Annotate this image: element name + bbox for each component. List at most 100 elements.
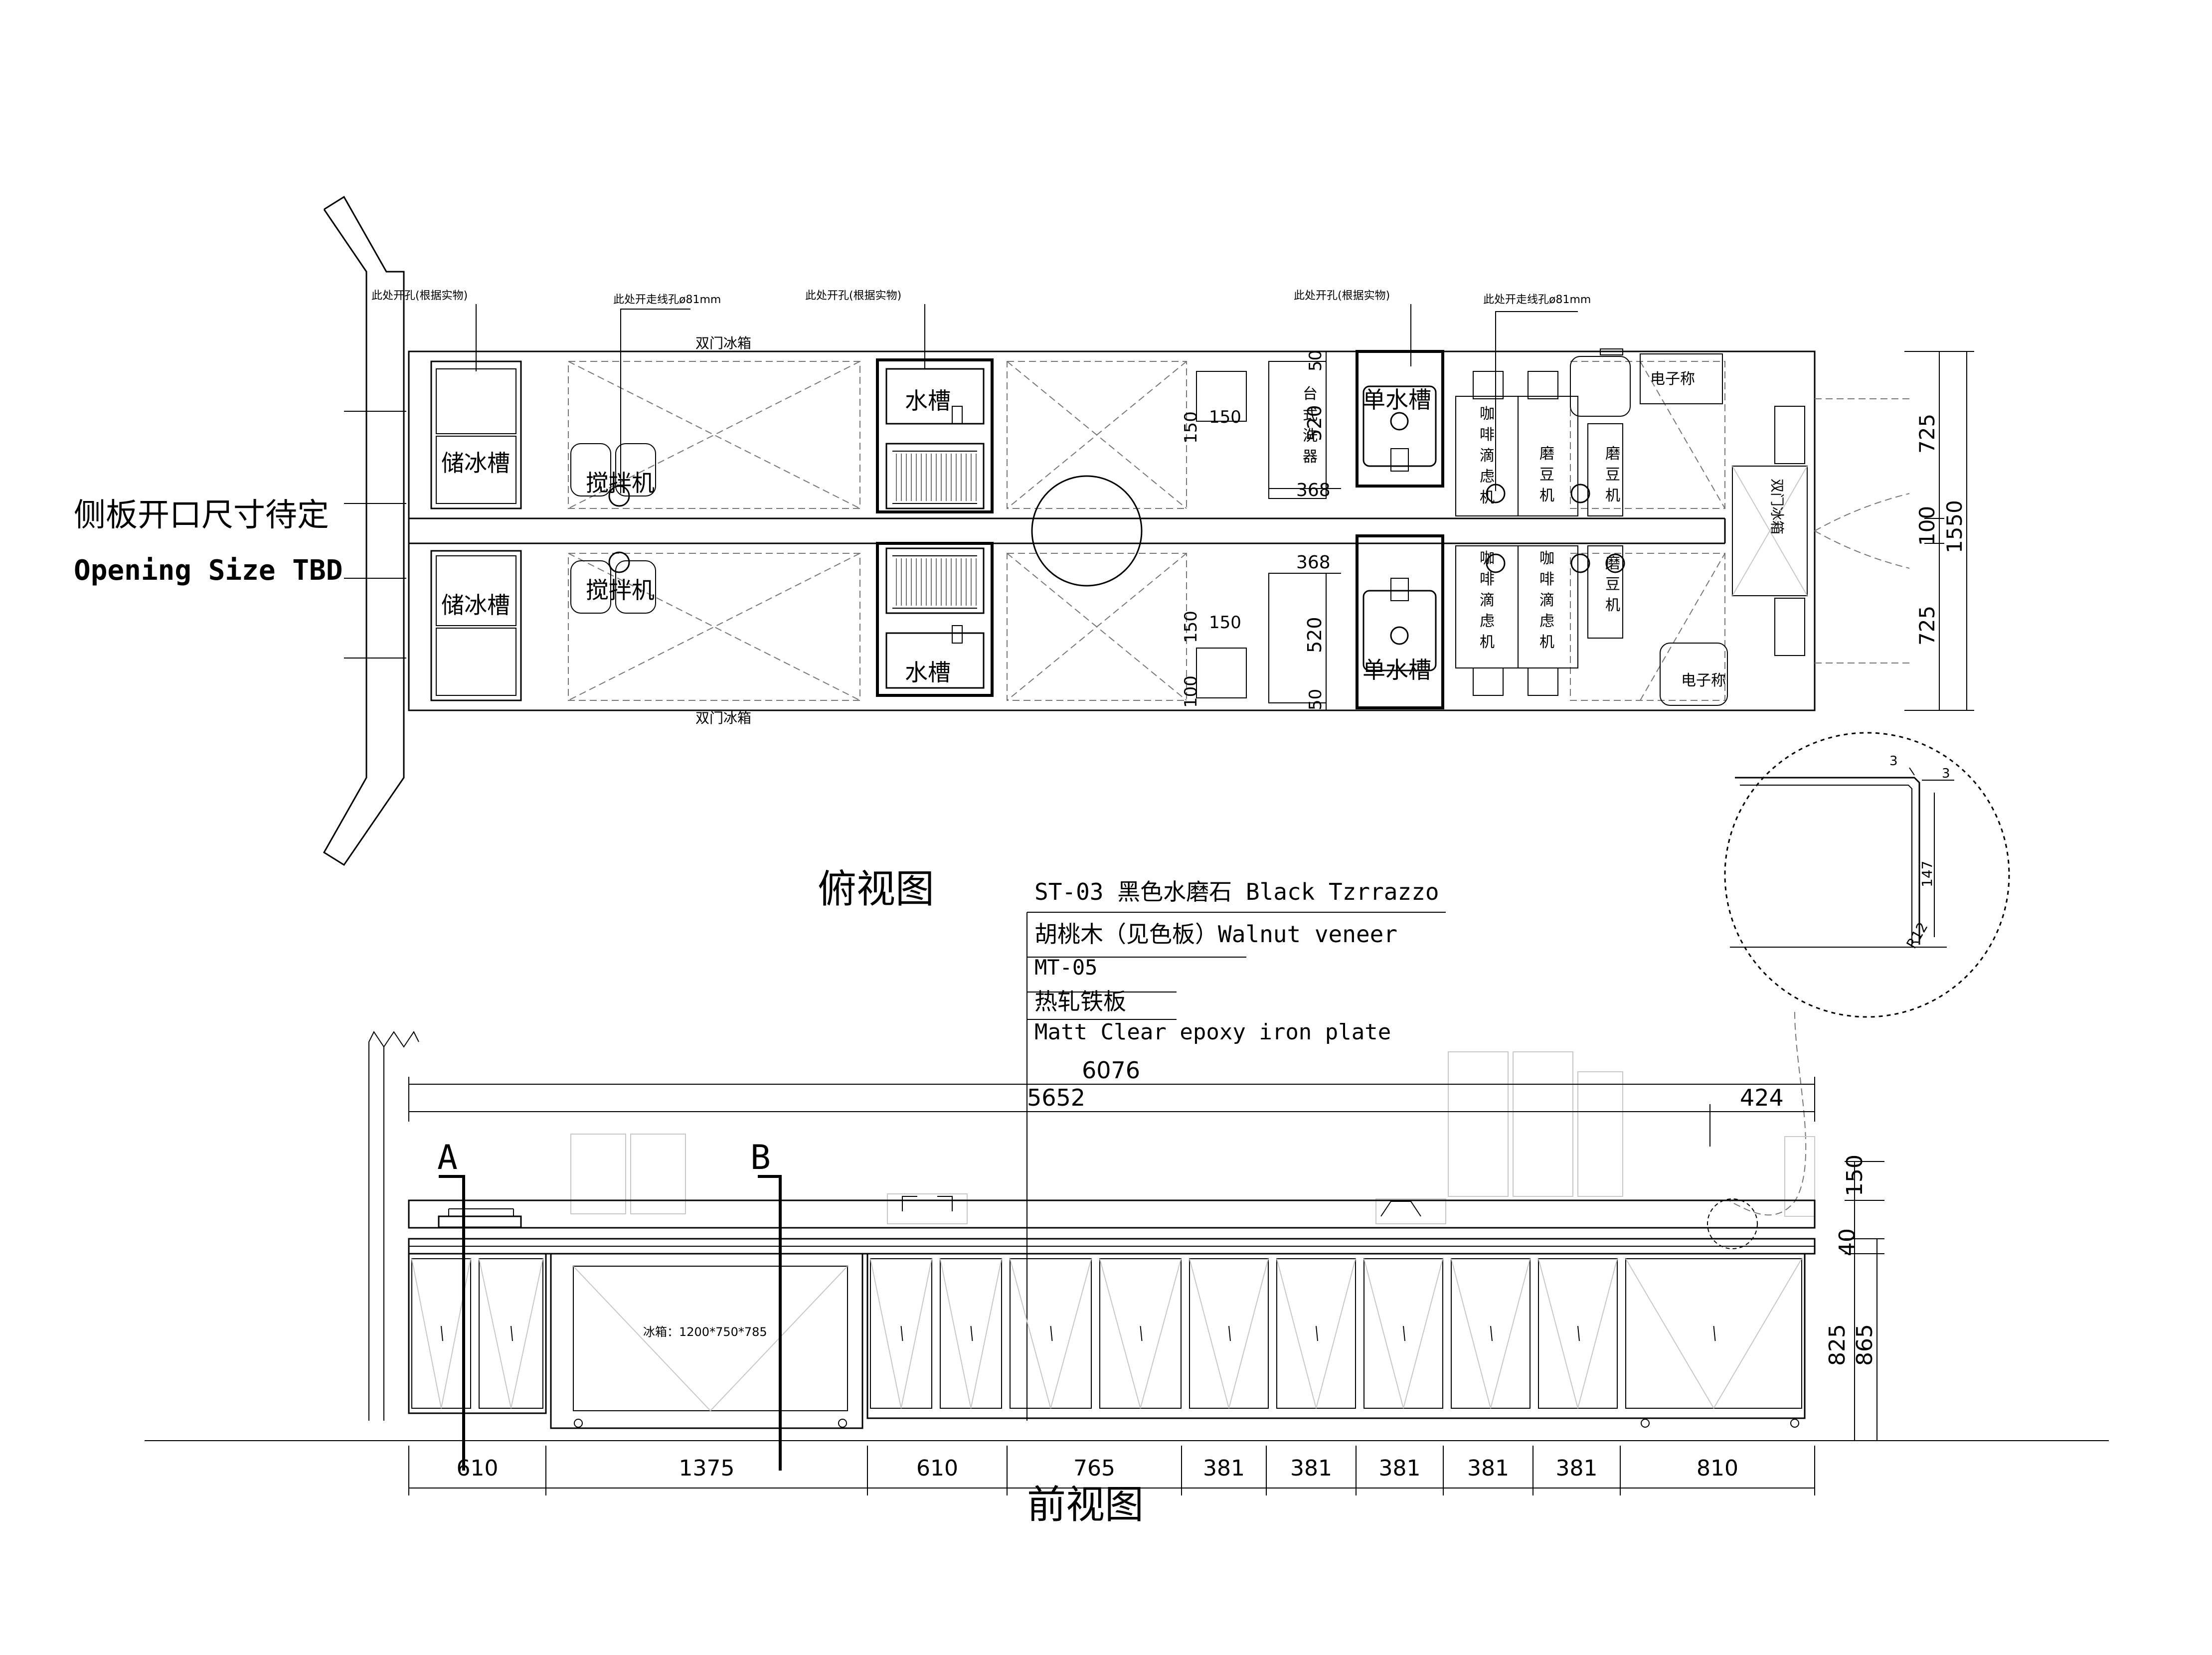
fridge-label-top: 双门冰箱 [695, 335, 751, 351]
blender-label: 搅拌机 [586, 470, 655, 496]
front-view [368, 1031, 1816, 1429]
svg-text:台式洗器: 台式洗器 [1303, 385, 1318, 466]
cabinet-door [870, 1258, 932, 1409]
dim-50-b: 50 [1306, 689, 1326, 710]
sink-label: 水槽 [905, 387, 951, 414]
sink-drain-grill [896, 454, 977, 606]
blender-label-bottom: 搅拌机 [586, 577, 655, 604]
bottom-dim-label: 381 [1556, 1456, 1598, 1481]
dim-h865: 865 [1852, 1324, 1877, 1366]
dim-h825: 825 [1825, 1324, 1850, 1366]
grinder-label-1: 磨豆机 [1539, 445, 1554, 504]
side-note-en: Opening Size TBD [74, 554, 342, 587]
front-title: 前视图 [1027, 1483, 1144, 1527]
side-note-zh: 侧板开口尺寸待定 [74, 497, 329, 534]
section-markers [439, 1175, 782, 1471]
bottom-dim-label: 810 [1697, 1456, 1738, 1481]
drip-filter-label-1: 咖啡滴虑机 [1480, 405, 1495, 506]
ice-bin-label: 储冰槽 [441, 450, 510, 477]
plan-title: 俯视图 [818, 867, 934, 912]
dim-520-a: 520 [1304, 405, 1326, 441]
svg-text:咖啡滴虑机: 咖啡滴虑机 [1480, 405, 1495, 506]
ice-bin-label-bottom: 储冰槽 [441, 592, 510, 619]
bottom-dim-label: 381 [1290, 1456, 1332, 1481]
callout-4: 此处开孔(根据实物) [1294, 290, 1390, 302]
cabinet-door [1010, 1258, 1092, 1409]
svg-text:磨豆机: 磨豆机 [1605, 555, 1620, 614]
svg-text:磨豆机: 磨豆机 [1539, 445, 1554, 504]
dim-150-d: 150 [1209, 613, 1241, 633]
cabinet-doors [411, 1258, 1802, 1409]
cabinet-door [1099, 1258, 1182, 1409]
dim-right-run-424: 424 [1740, 1084, 1784, 1111]
grinder-label-3: 磨豆机 [1605, 555, 1620, 614]
dim-left-run-5652: 5652 [1027, 1084, 1085, 1111]
cabinet-door [411, 1258, 471, 1409]
material-hot-rolled: 热轧铁板 [1034, 988, 1126, 1015]
section-b-label: B [750, 1138, 771, 1177]
dim-50-a: 50 [1306, 350, 1326, 371]
dim-725-bottom: 725 [1915, 606, 1939, 646]
material-mt05: MT-05 [1034, 955, 1097, 980]
dim-368-b: 368 [1296, 552, 1331, 573]
grinder-label-2: 磨豆机 [1605, 445, 1620, 504]
detail-3a: 3 [1889, 754, 1898, 769]
bottom-dim-label: 610 [916, 1456, 958, 1481]
cabinet-door [1363, 1258, 1443, 1409]
dim-100-left: 100 [1181, 675, 1201, 708]
svg-text:磨豆机: 磨豆机 [1605, 445, 1620, 504]
detail-147: 147 [1919, 861, 1935, 887]
cabinet-door [1276, 1258, 1356, 1409]
dim-100-right: 100 [1915, 506, 1939, 546]
bottom-dim-label: 381 [1379, 1456, 1421, 1481]
dim-368-a: 368 [1296, 480, 1331, 500]
svg-text:咖啡滴虑机: 咖啡滴虑机 [1539, 550, 1554, 651]
callout-1: 此处开孔(根据实物) [371, 290, 468, 302]
cup-washer-label: 台式洗器 [1303, 385, 1318, 466]
cabinet-door [940, 1258, 1002, 1409]
sink-label-bottom: 水槽 [905, 659, 951, 686]
single-sink-label-bottom: 单水槽 [1362, 657, 1431, 683]
cabinet-door [1538, 1258, 1618, 1409]
material-walnut: 胡桃木（见色板）Walnut veneer [1034, 921, 1397, 948]
dim-1550: 1550 [1942, 500, 1967, 553]
fridge-note: 冰箱：1200*750*785 [643, 1325, 767, 1339]
cabinet-door [1625, 1258, 1802, 1409]
dim-150-b: 150 [1209, 407, 1241, 427]
dim-150-a: 150 [1181, 411, 1201, 444]
detail-r12: R12 [1903, 919, 1931, 951]
fridge-label-bottom: 双门冰箱 [695, 710, 751, 726]
single-sink-label: 单水槽 [1362, 386, 1431, 413]
door-label: 双门冰箱 [1769, 479, 1785, 534]
side-wall [323, 195, 406, 866]
bottom-dim-label: 1375 [679, 1456, 735, 1481]
dim-725-top: 725 [1915, 414, 1939, 454]
bottom-dim-label: 381 [1203, 1456, 1245, 1481]
cabinet-door [1451, 1258, 1531, 1409]
plan-view [408, 304, 1974, 711]
drip-filter-label-2: 咖啡滴虑机 [1480, 550, 1495, 651]
scale-label-bottom: 电子称 [1681, 672, 1726, 689]
dim-h150: 150 [1842, 1155, 1868, 1196]
material-st03: ST-03 黑色水磨石 Black Tzrrazzo [1034, 878, 1439, 905]
callout-2: 此处开走线孔ø81mm [613, 294, 721, 306]
scale-label: 电子称 [1650, 370, 1695, 388]
edge-detail [1707, 732, 2010, 1249]
material-leader [1026, 912, 1446, 1421]
dim-150-c: 150 [1181, 611, 1201, 643]
bottom-dim-label: 610 [457, 1456, 499, 1481]
dim-overall-6076: 6076 [1082, 1057, 1140, 1084]
dim-h40: 40 [1835, 1228, 1860, 1256]
callout-3: 此处开孔(根据实物) [805, 290, 901, 302]
detail-3b: 3 [1942, 766, 1950, 781]
drip-filter-label-3: 咖啡滴虑机 [1539, 550, 1554, 651]
bottom-dim-label: 765 [1073, 1456, 1115, 1481]
material-epoxy: Matt Clear epoxy iron plate [1034, 1019, 1391, 1045]
cabinet-door [479, 1258, 543, 1409]
dim-520-b: 520 [1304, 617, 1326, 653]
cabinet-door [1189, 1258, 1269, 1409]
callout-5: 此处开走线孔ø81mm [1483, 294, 1591, 306]
front-dims [145, 1077, 2109, 1489]
